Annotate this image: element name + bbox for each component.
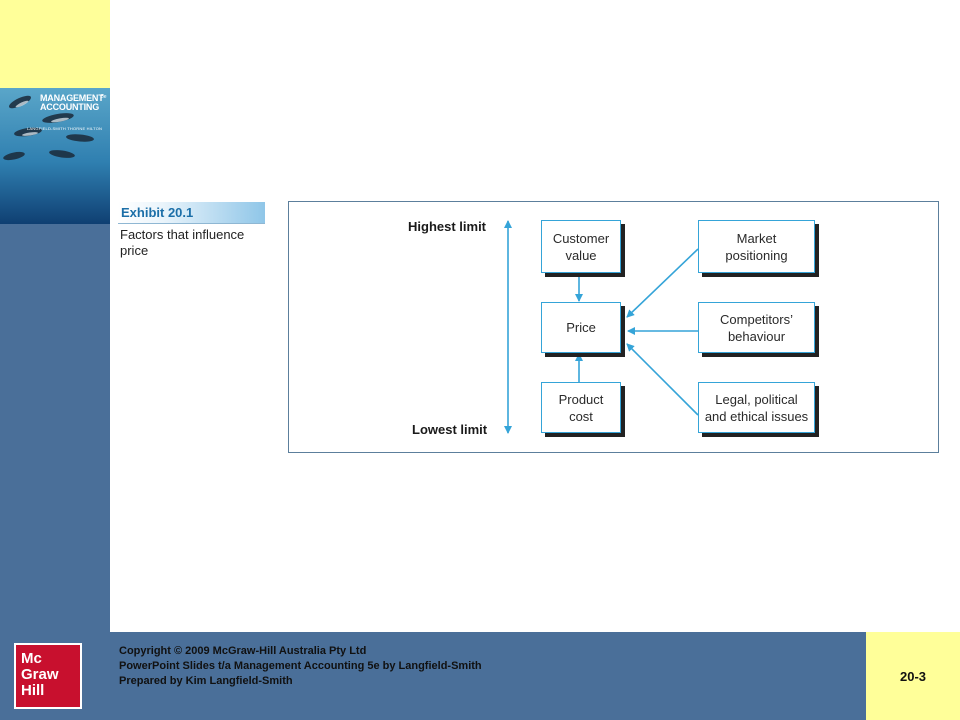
node-competitors-line1: Competitors’ xyxy=(720,311,793,328)
node-market-positioning: Market positioning xyxy=(698,220,815,273)
node-legal-line2: and ethical issues xyxy=(705,408,808,425)
node-legal-political-ethical: Legal, political and ethical issues xyxy=(698,382,815,433)
mcgraw-hill-logo: Mc Graw Hill xyxy=(16,645,80,707)
node-competitors-line2: behaviour xyxy=(720,328,793,345)
cover-title: MANAGEMENT ACCOUNTING xyxy=(40,94,104,112)
node-price-label: Price xyxy=(566,319,596,336)
exhibit-divider xyxy=(118,223,265,224)
node-market-positioning-line2: positioning xyxy=(725,247,787,264)
copyright-line1: Copyright © 2009 McGraw-Hill Australia P… xyxy=(119,644,482,659)
logo-line3: Hill xyxy=(21,683,80,699)
logo-line2: Graw xyxy=(21,667,80,683)
page-number: 20-3 xyxy=(900,669,926,684)
sidebar-yellow-block xyxy=(0,0,110,88)
page-number-box: 20-3 xyxy=(866,632,960,720)
exhibit-caption: Factors that influence price xyxy=(120,227,260,259)
copyright-line2: PowerPoint Slides t/a Management Account… xyxy=(119,659,482,674)
node-customer-value: Customer value xyxy=(541,220,621,273)
lowest-limit-label: Lowest limit xyxy=(412,422,487,437)
sidebar-blue-block xyxy=(0,224,110,632)
node-price: Price xyxy=(541,302,621,353)
node-product-cost-line2: cost xyxy=(559,408,604,425)
copyright-notice: Copyright © 2009 McGraw-Hill Australia P… xyxy=(119,644,482,689)
node-market-positioning-line1: Market xyxy=(725,230,787,247)
node-product-cost-line1: Product xyxy=(559,391,604,408)
node-product-cost: Product cost xyxy=(541,382,621,433)
cover-edition: 5e xyxy=(101,94,107,100)
node-legal-line1: Legal, political xyxy=(705,391,808,408)
node-customer-value-line1: Customer xyxy=(553,230,609,247)
copyright-line3: Prepared by Kim Langfield-Smith xyxy=(119,674,482,689)
node-customer-value-line2: value xyxy=(553,247,609,264)
node-competitors-behaviour: Competitors’ behaviour xyxy=(698,302,815,353)
cover-title-line2: ACCOUNTING xyxy=(40,103,104,112)
highest-limit-label: Highest limit xyxy=(408,219,486,234)
exhibit-label: Exhibit 20.1 xyxy=(118,202,265,223)
cover-authors: LANGFIELD-SMITH THORNE HILTON xyxy=(27,126,102,131)
logo-line1: Mc xyxy=(21,651,80,667)
